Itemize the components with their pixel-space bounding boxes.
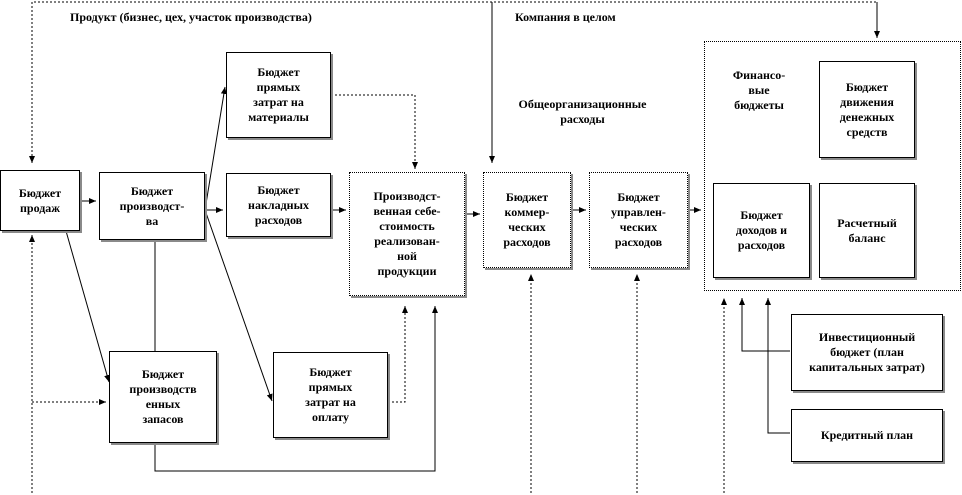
income-statement-budget-box: Бюджет доходов и расходов — [713, 183, 810, 278]
product-scope-line — [31, 1, 877, 160]
production-budget-box: Бюджет производст- ва — [99, 172, 205, 240]
production-to-labor-arrow — [204, 209, 273, 402]
overhead-budget-box: Бюджет накладных расходов — [226, 173, 331, 237]
sales-budget-box: Бюджет продаж — [0, 170, 80, 231]
product-scope-header: Продукт (бизнес, цех, участок производст… — [70, 10, 312, 24]
credit-to-financial-arrow — [765, 298, 790, 434]
sales-to-inventory-arrow — [65, 230, 110, 383]
labor-to-cost-arrow — [388, 306, 408, 403]
commercial-expenses-budget-box: Бюджет коммер- ческих расходов — [483, 172, 571, 268]
financial-budgets-label: Финансо- вые бюджеты — [732, 68, 786, 112]
credit-plan-box: Кредитный план — [791, 409, 943, 462]
materials-to-cost-arrow — [331, 94, 418, 169]
general-overhead-label: Общеорганизационные расходы — [518, 97, 647, 126]
company-scope-header: Компания в целом — [515, 10, 616, 24]
direct-labor-budget-box: Бюджет прямых затрат на оплату — [273, 352, 388, 438]
administrative-expenses-budget-box: Бюджет управлен- ческих расходов — [589, 172, 688, 268]
production-to-materials-arrow — [204, 86, 227, 211]
forecast-balance-box: Расчетный баланс — [819, 183, 915, 278]
investment-budget-box: Инвестиционный бюджет (план капитальных … — [791, 314, 943, 391]
financial-budgets-frame — [704, 41, 961, 291]
inventory-to-cost-arrow — [154, 306, 438, 472]
direct-materials-budget-box: Бюджет прямых затрат на материалы — [226, 52, 331, 138]
cash-flow-budget-box: Бюджет движения денежных средств — [819, 61, 915, 158]
investment-to-financial-arrow — [739, 298, 790, 352]
cost-of-sales-box: Производст- венная себе- стоимость реали… — [349, 172, 465, 296]
inventory-budget-box: Бюджет производств енных запасов — [109, 351, 217, 443]
